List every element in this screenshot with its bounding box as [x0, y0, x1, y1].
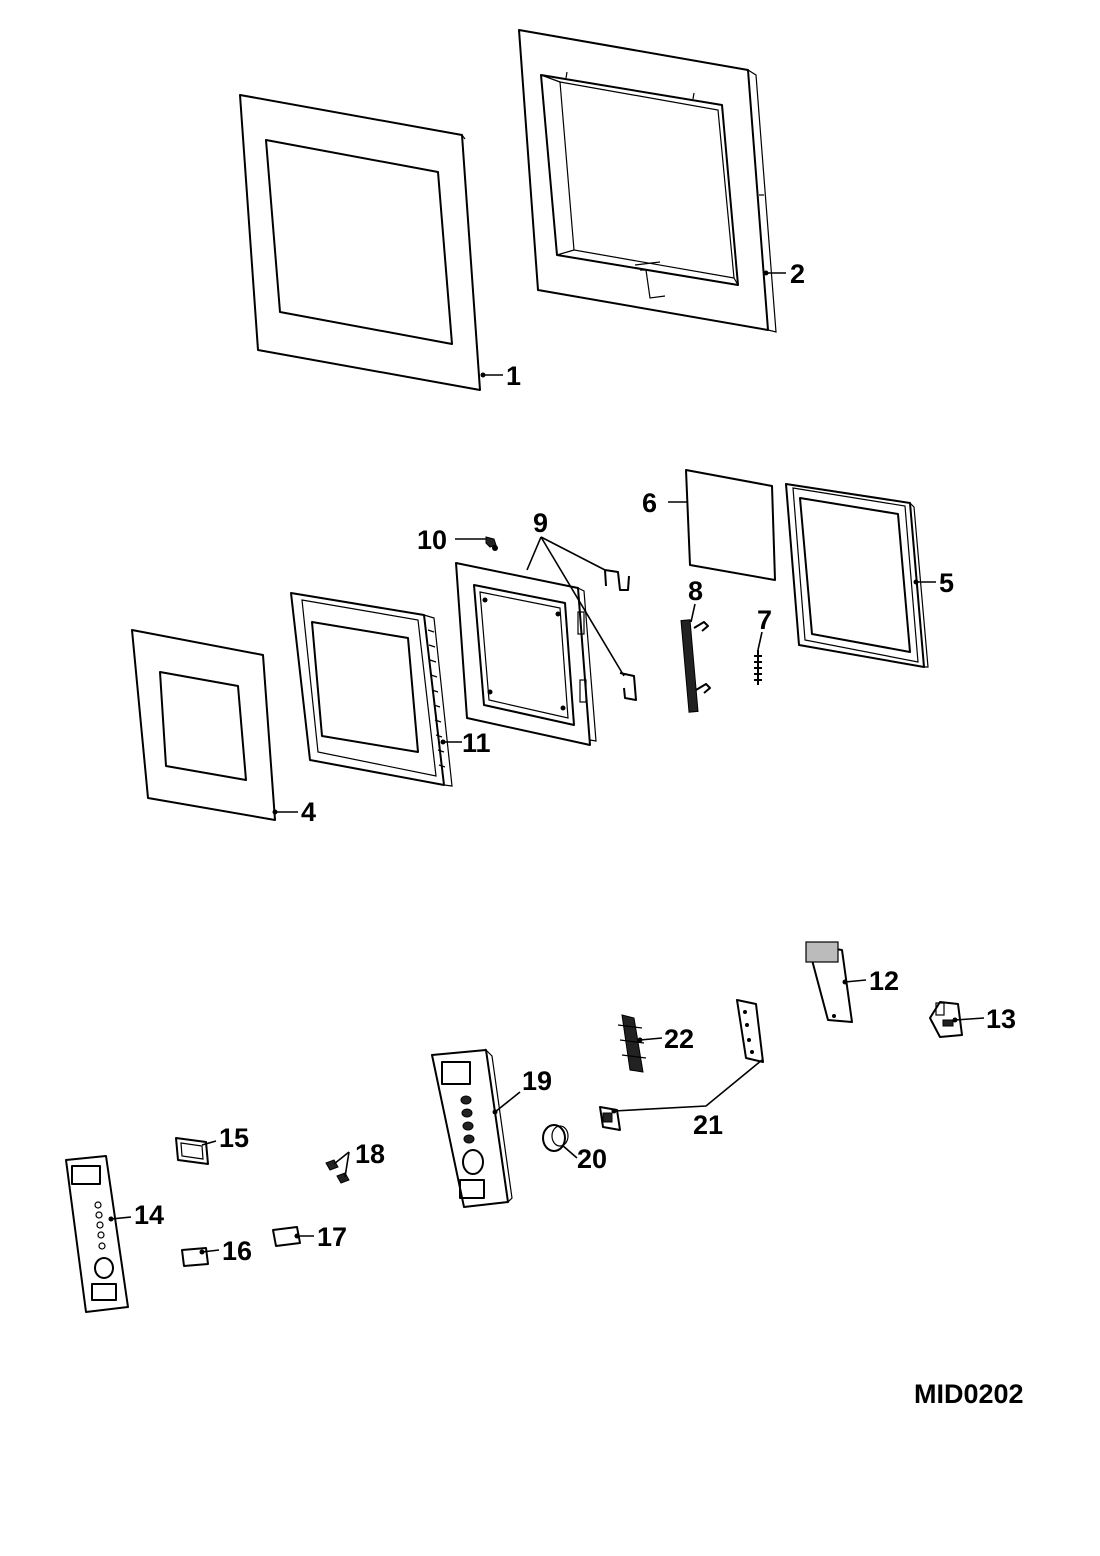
callout-17: 17 — [317, 1222, 347, 1252]
part-4-outer-glass — [131, 629, 276, 821]
callout-5: 5 — [939, 568, 954, 598]
part-8-door-latch — [680, 619, 711, 713]
callout-7: 7 — [757, 605, 772, 635]
part-14-fascia-panel — [65, 1155, 129, 1313]
part-17-button — [272, 1226, 301, 1247]
callout-11: 11 — [462, 728, 491, 758]
part-21-display-board — [599, 999, 764, 1131]
callout-1: 1 — [506, 361, 521, 391]
callout-22: 22 — [664, 1024, 694, 1054]
part-2-door-inner-frame — [518, 29, 777, 333]
part-10-door-catch — [485, 536, 498, 551]
drawing-code: MID0202 — [914, 1379, 1024, 1409]
part-19-control-panel-housing — [431, 1048, 513, 1208]
part-9-hinge-brackets — [604, 569, 637, 701]
callout-labels: 1 2 4 5 6 7 8 9 10 11 12 13 14 15 16 17 … — [134, 259, 1016, 1266]
door-choke-frame — [455, 562, 597, 746]
part-11-door-trim — [290, 592, 453, 787]
part-15-display-window — [175, 1137, 209, 1165]
part-6-inner-glass-sheet — [685, 469, 776, 581]
callout-10: 10 — [417, 525, 447, 555]
callout-2: 2 — [790, 259, 805, 289]
part-7-latch-spring — [754, 650, 762, 685]
callout-9: 9 — [533, 508, 548, 538]
callout-12: 12 — [869, 966, 899, 996]
callout-14: 14 — [134, 1200, 164, 1230]
callout-13: 13 — [986, 1004, 1016, 1034]
callout-16: 16 — [222, 1236, 252, 1266]
callout-21: 21 — [693, 1110, 723, 1140]
callout-8: 8 — [688, 576, 703, 606]
part-16-lens — [181, 1247, 209, 1267]
callout-15: 15 — [219, 1123, 249, 1153]
part-5-inner-door-seal — [785, 483, 929, 668]
part-1-door-outer-panel — [239, 94, 481, 391]
callout-6: 6 — [642, 488, 657, 518]
leader-lines — [108, 270, 985, 1255]
part-22-connector — [617, 1014, 647, 1073]
part-20-control-knob — [542, 1124, 569, 1152]
callout-18: 18 — [355, 1139, 385, 1169]
callout-19: 19 — [522, 1066, 552, 1096]
part-12-control-board — [805, 941, 853, 1023]
callout-20: 20 — [577, 1144, 607, 1174]
callout-4: 4 — [301, 797, 316, 827]
